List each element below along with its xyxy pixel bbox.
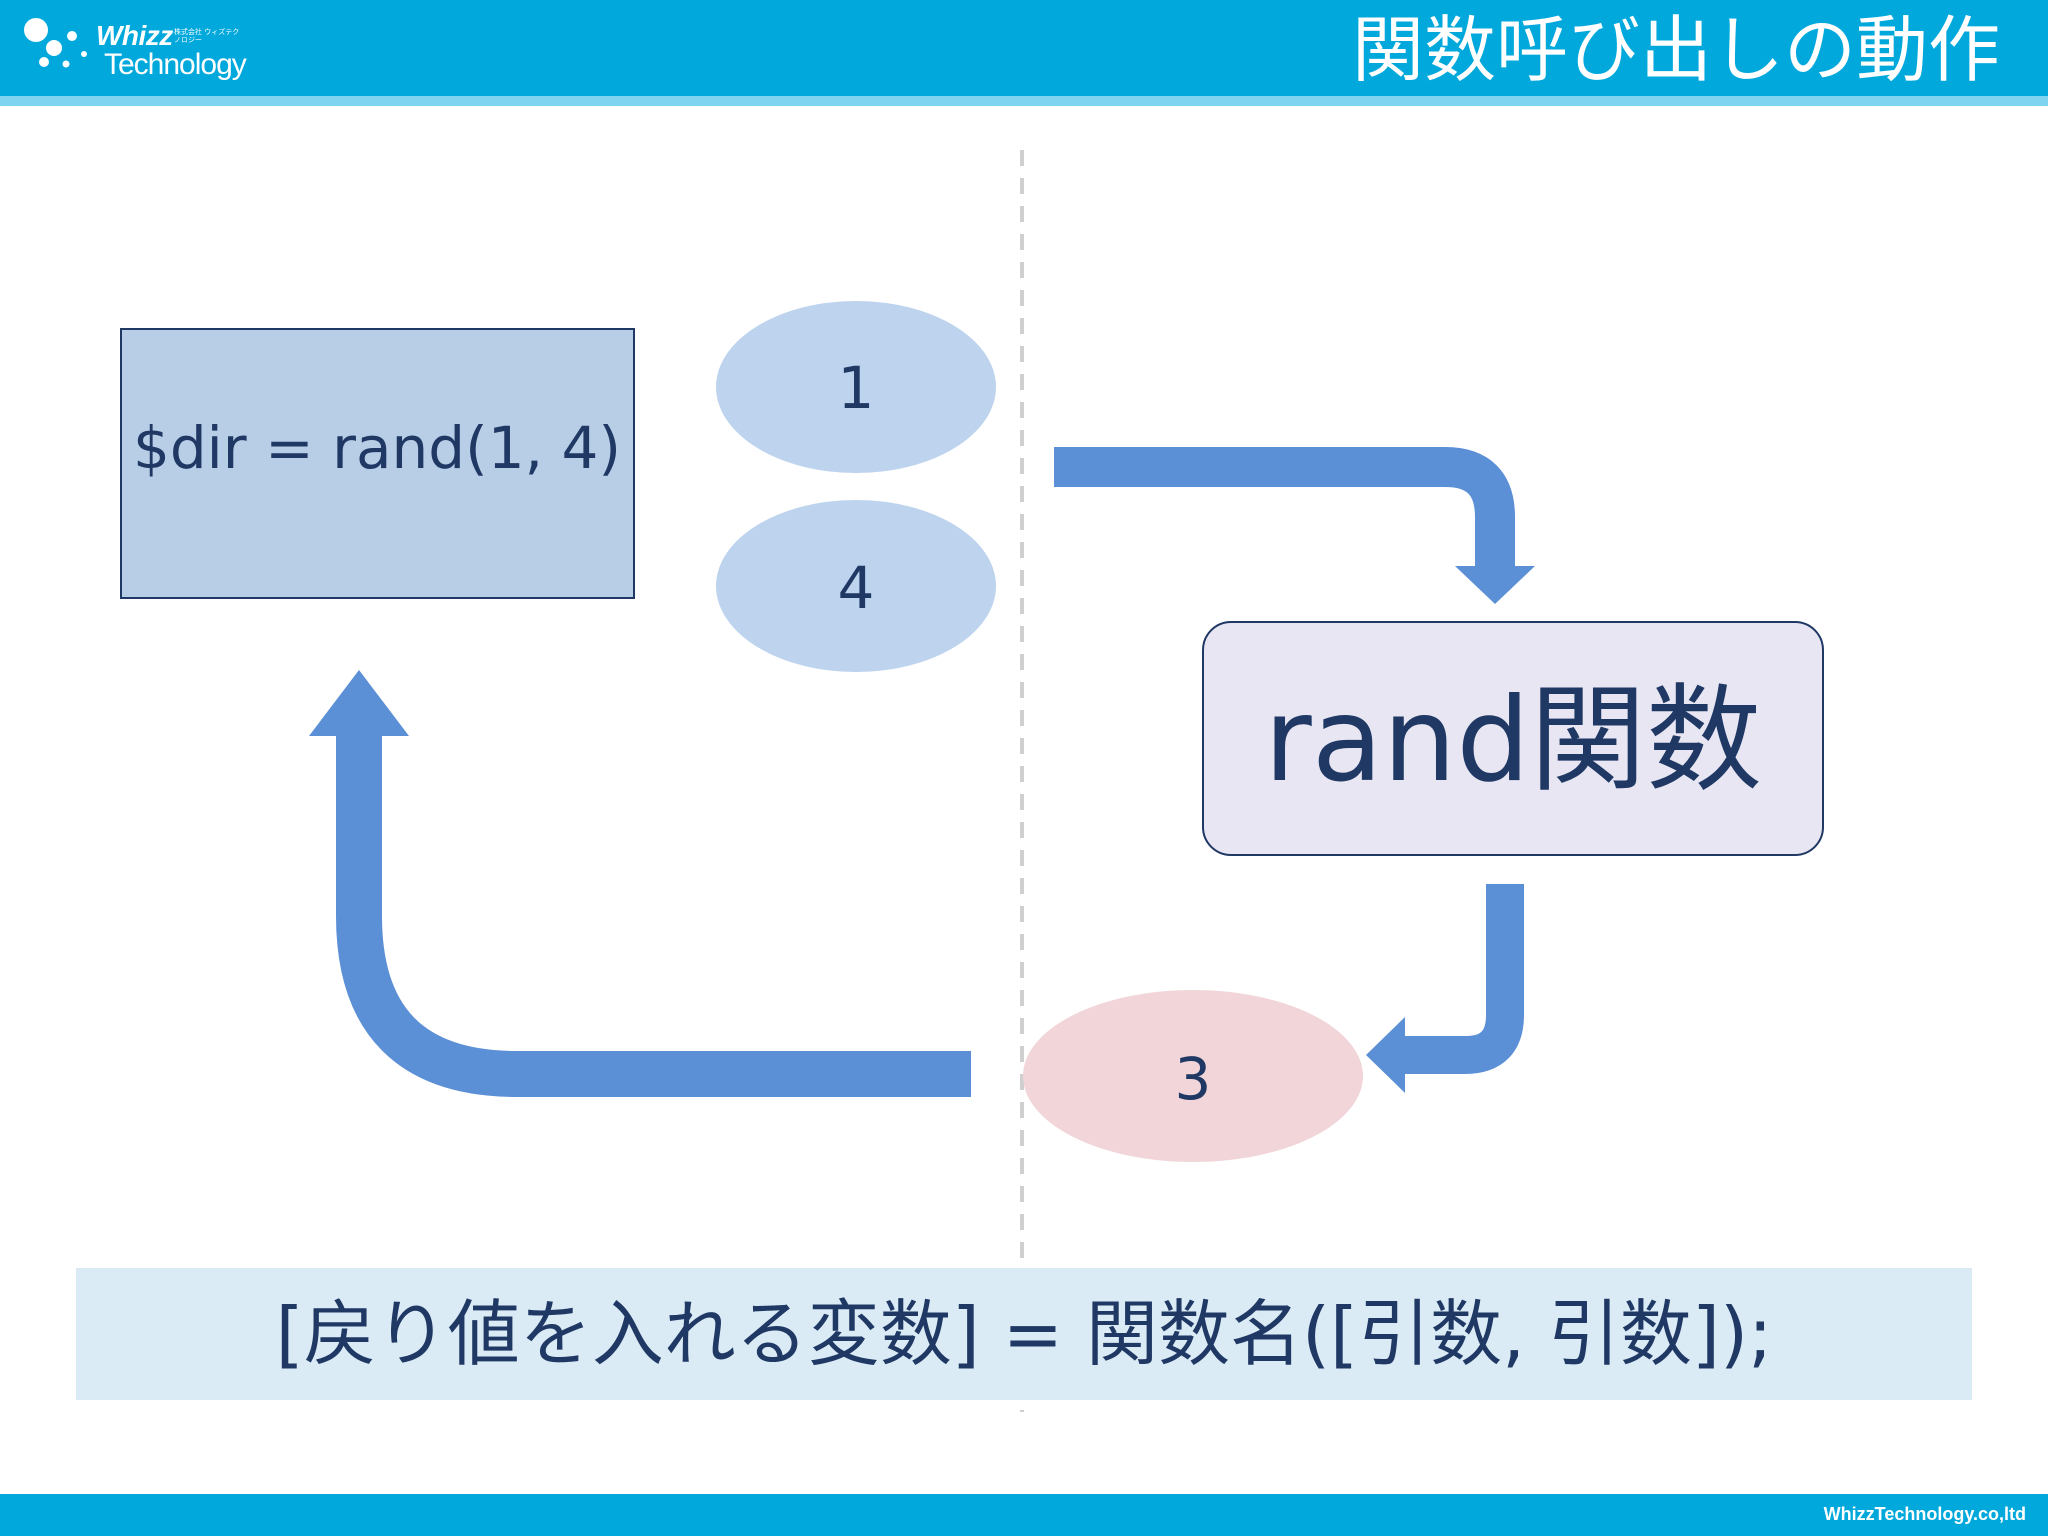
- return-arrow: [1403, 884, 1524, 1074]
- footer-bar: WhizzTechnology.co,ltd: [0, 1494, 2048, 1536]
- logo-name: Whizz: [96, 20, 173, 51]
- function-box: [1202, 621, 1824, 856]
- header-bar: [0, 0, 2048, 96]
- footer-text: WhizzTechnology.co,ltd: [1823, 1504, 2026, 1524]
- caller-code-text: $dir = rand(1, 4): [133, 414, 621, 482]
- caller-code-box: [120, 328, 635, 599]
- logo-subtitle: 株式会社 ウィズテクノロジー: [174, 28, 240, 44]
- assign-arrow-head: [309, 670, 409, 736]
- syntax-text: [戻り値を入れる変数] = 関数名([引数, 引数]);: [275, 1292, 1773, 1376]
- step-4-ellipse: [716, 500, 996, 672]
- call-arrow: [1054, 447, 1515, 568]
- logo-dots-icon: [24, 18, 87, 68]
- step-1-label: 1: [838, 354, 875, 422]
- call-arrow-head: [1455, 566, 1535, 604]
- step-1-ellipse: [716, 301, 996, 473]
- header-stripe: [0, 96, 2048, 106]
- step-4-label: 4: [838, 554, 875, 622]
- step-3-ellipse: [1023, 990, 1363, 1162]
- return-arrow-head: [1366, 1017, 1405, 1093]
- company-logo: Whizz 株式会社 ウィズテクノロジー Technology: [22, 14, 262, 84]
- logo-technology: Technology: [104, 48, 247, 81]
- slide-title: 関数呼び出しの動作: [1351, 8, 2000, 92]
- assign-arrow: [336, 732, 971, 1097]
- syntax-box: [戻り値を入れる変数] = 関数名([引数, 引数]);: [76, 1268, 1972, 1400]
- step-3-label: 3: [1175, 1045, 1212, 1113]
- function-label: rand関数: [1264, 673, 1762, 808]
